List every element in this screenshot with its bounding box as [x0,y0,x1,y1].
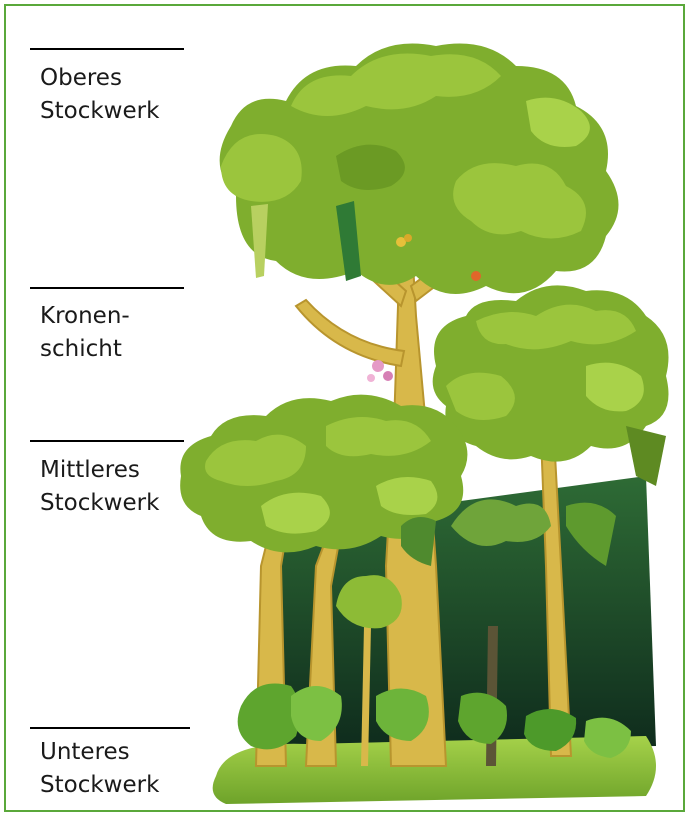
emergent-canopy [220,44,619,295]
rainforest-illustration [6,6,683,810]
diagram-frame: Oberes Stockwerk Kronen- schicht Mittler… [4,4,685,812]
